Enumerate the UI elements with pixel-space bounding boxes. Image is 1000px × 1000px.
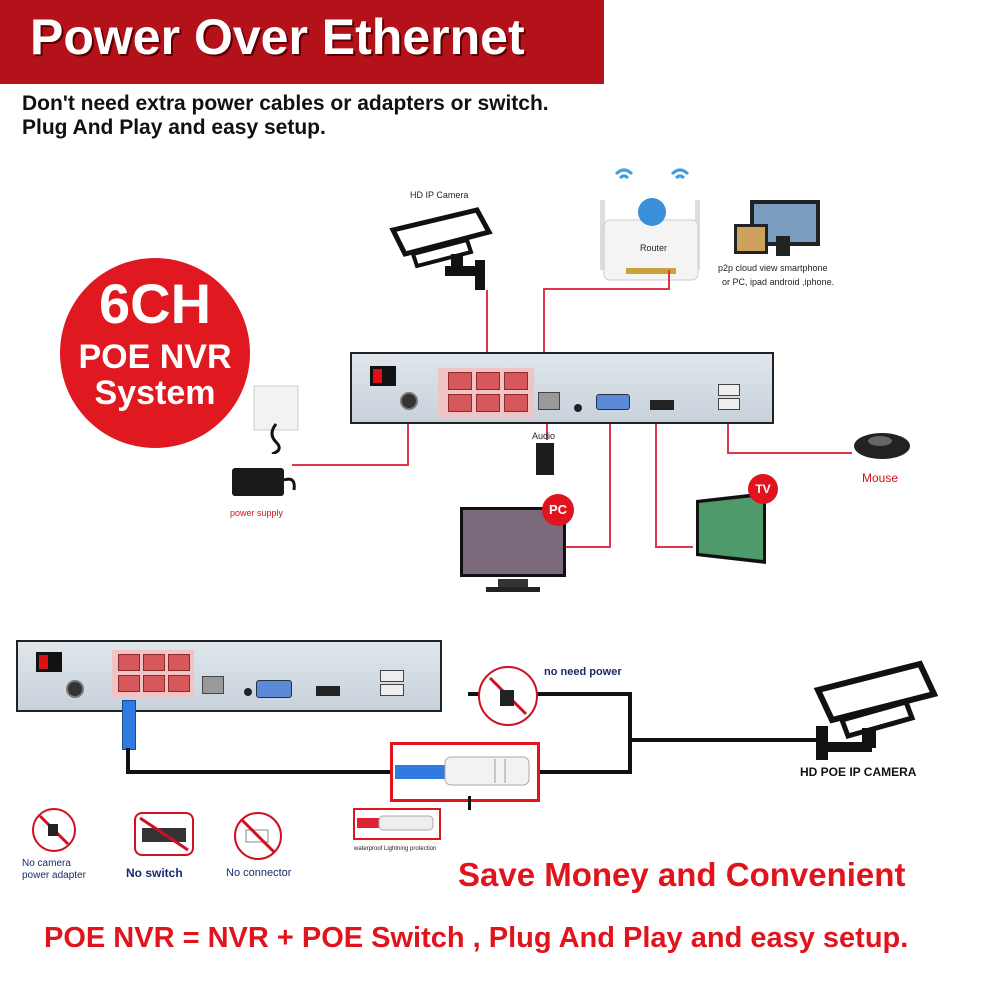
- poe-port-icon: [143, 675, 165, 692]
- p2p-line-1: p2p cloud view smartphone: [718, 263, 828, 273]
- mouse-label: Mouse: [862, 471, 899, 485]
- hdmi-cable-vertical: [655, 414, 657, 548]
- mouse-icon: [854, 433, 910, 459]
- power-supply-label: power supply: [230, 508, 284, 518]
- wall-socket-icon: [253, 385, 299, 454]
- dc-jack-icon: [66, 680, 84, 698]
- poe-port-icon: [168, 675, 190, 692]
- power-cable-vertical: [407, 420, 409, 466]
- waterproof-cap-icon: [357, 815, 434, 831]
- no-need-power-label: no need power: [544, 666, 622, 678]
- poe-port-icon: [118, 654, 140, 671]
- waterproof-cap-box: [353, 808, 441, 840]
- tv-badge: TV: [748, 474, 778, 504]
- badge-line-2: POE NVR: [78, 338, 232, 376]
- lan-port-icon: [202, 676, 224, 694]
- poe-port-icon: [448, 372, 472, 390]
- badge-line-1: 6CH: [98, 272, 212, 335]
- connector-pointer: [468, 796, 471, 810]
- power-adapter-icon: [232, 468, 296, 496]
- subtitle-line-1: Don't need extra power cables or adapter…: [22, 92, 549, 115]
- usb-port-icon: [718, 398, 740, 410]
- poe-port-icon: [504, 394, 528, 412]
- dc-jack-icon: [400, 392, 418, 410]
- poe-port-block: [438, 368, 534, 418]
- no-adapter-icon: [32, 808, 76, 852]
- nvr-rear-panel: [350, 352, 774, 424]
- camera-cable: [486, 290, 488, 370]
- no-connector-icon: [234, 812, 282, 860]
- audio-label: Audio: [532, 431, 556, 441]
- camera-label: HD IP Camera: [410, 190, 469, 200]
- audio-port-icon: [574, 404, 582, 412]
- no-switch-label: No switch: [126, 866, 183, 880]
- channel-badge: 6CH POE NVR System: [60, 258, 250, 448]
- no-connector-label: No connector: [226, 867, 292, 879]
- audio-cable: [546, 410, 548, 440]
- poe-port-icon: [168, 654, 190, 671]
- poe-cable-horizontal-left: [126, 770, 390, 774]
- usb-port-icon: [380, 670, 404, 682]
- poe-cable-riser: [628, 692, 632, 774]
- vga-cable-vertical: [609, 414, 611, 548]
- poe-port-icon: [143, 654, 165, 671]
- pc-badge: PC: [542, 494, 574, 526]
- poe-port-icon: [448, 394, 472, 412]
- rj45-plug-icon: [122, 700, 136, 750]
- title-banner: [0, 0, 604, 84]
- power-switch-icon: [370, 366, 396, 386]
- poe-camera-label: HD POE IP CAMERA: [800, 765, 917, 779]
- no-power-icon: [478, 666, 538, 726]
- poe-port-icon: [476, 394, 500, 412]
- connector-box: [390, 742, 540, 802]
- vga-cable-horizontal: [566, 546, 611, 548]
- speaker-icon: [536, 443, 554, 475]
- hdmi-port-icon: [650, 400, 674, 410]
- p2p-line-2: or PC, ipad android ,iphone.: [722, 277, 835, 287]
- badge-line-3: System: [94, 374, 216, 412]
- lan-port-icon: [538, 392, 560, 410]
- camera-cable: [630, 738, 816, 742]
- hdmi-cable-horizontal: [655, 546, 693, 548]
- devices-icon: [734, 200, 820, 256]
- vga-port-icon: [596, 394, 630, 410]
- poe-port-icon: [504, 372, 528, 390]
- formula-heading: POE NVR = NVR + POE Switch , Plug And Pl…: [44, 922, 909, 954]
- no-adapter-line-1: No camera: [22, 858, 71, 869]
- page-title: Power Over Ethernet: [30, 9, 525, 65]
- usb-cable-vertical: [727, 414, 729, 454]
- no-adapter-line-2: power adapter: [22, 870, 86, 881]
- waterproof-connector-icon: [395, 756, 530, 786]
- poe-camera-icon: [813, 660, 938, 760]
- power-switch-icon: [36, 652, 62, 672]
- usb-port-icon: [718, 384, 740, 396]
- lan-cable-vertical: [543, 288, 545, 373]
- subtitle-line-2: Plug And Play and easy setup.: [22, 116, 326, 139]
- waterproof-label: waterproof Lightning protection: [354, 846, 437, 852]
- usb-port-icon: [380, 684, 404, 696]
- poe-cable-top: [468, 692, 632, 696]
- ip-camera-icon: [389, 207, 493, 290]
- router-cable: [668, 270, 670, 290]
- lan-cable-horizontal: [543, 288, 669, 290]
- router-label: Router: [640, 243, 668, 253]
- audio-port-icon: [244, 688, 252, 696]
- poe-cable-horizontal-right: [536, 770, 632, 774]
- save-money-heading: Save Money and Convenient: [458, 856, 906, 893]
- router-icon: [600, 168, 700, 281]
- hdmi-port-icon: [316, 686, 340, 696]
- poe-cable-down: [126, 748, 130, 774]
- nvr-rear-panel-bottom: [16, 640, 442, 712]
- vga-port-icon: [256, 680, 292, 698]
- poe-port-icon: [118, 675, 140, 692]
- tv-icon: [696, 492, 766, 564]
- poe-port-block: [112, 650, 194, 698]
- no-switch-icon: [134, 812, 194, 856]
- usb-cable-horizontal: [727, 452, 852, 454]
- power-cable-horizontal: [292, 464, 409, 466]
- poe-port-icon: [476, 372, 500, 390]
